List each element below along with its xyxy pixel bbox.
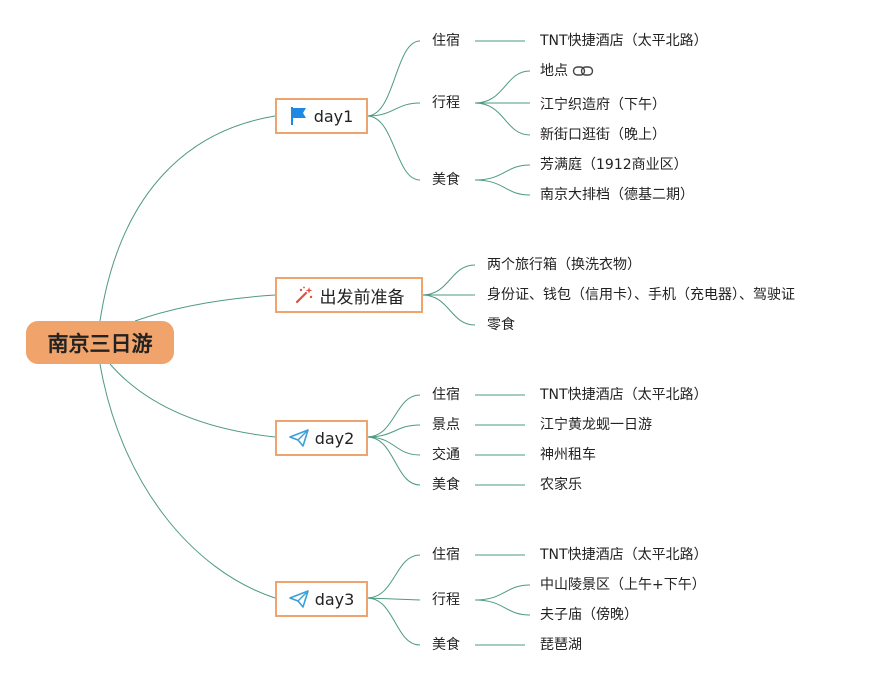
list-item[interactable]: 南京大排档（德基二期） (540, 187, 694, 203)
group-label[interactable]: 景点 (432, 417, 460, 433)
branch-day1[interactable]: day1 (275, 98, 368, 134)
branch-label: day3 (314, 589, 355, 609)
list-item[interactable]: TNT快捷酒店（太平北路） (540, 33, 708, 49)
branch-preparation[interactable]: 出发前准备 (275, 277, 423, 313)
group-label[interactable]: 美食 (432, 477, 460, 493)
list-item[interactable]: 中山陵景区（上午+下午） (540, 577, 706, 593)
list-item[interactable]: 琵琶湖 (540, 637, 582, 653)
paper-plane-icon (288, 590, 309, 608)
list-item[interactable]: 农家乐 (540, 477, 582, 493)
list-item[interactable]: 江宁织造府（下午） (540, 97, 666, 113)
branch-day2[interactable]: day2 (275, 420, 368, 456)
group-label[interactable]: 美食 (432, 637, 460, 653)
link-icon[interactable] (572, 64, 594, 78)
list-item[interactable]: 江宁黄龙蚬一日游 (540, 417, 652, 433)
list-item[interactable]: 夫子庙（傍晚） (540, 607, 638, 623)
item-label: 地点 (540, 63, 568, 79)
list-item[interactable]: 两个旅行箱（换洗衣物） (487, 257, 641, 273)
branch-label: day1 (313, 106, 354, 126)
group-label[interactable]: 住宿 (432, 387, 460, 403)
branch-label: 出发前准备 (319, 287, 405, 308)
list-item[interactable]: TNT快捷酒店（太平北路） (540, 547, 708, 563)
group-label[interactable]: 行程 (432, 95, 460, 111)
branch-day3[interactable]: day3 (275, 581, 368, 617)
list-item[interactable]: 新街口逛街（晚上） (540, 127, 666, 143)
branch-label: day2 (314, 428, 355, 448)
list-item[interactable]: 地点 (540, 62, 594, 80)
list-item[interactable]: 身份证、钱包（信用卡）、手机（充电器）、驾驶证 (487, 287, 795, 303)
flag-icon (290, 107, 306, 125)
group-label[interactable]: 交通 (432, 447, 460, 463)
root-topic[interactable]: 南京三日游 (26, 321, 174, 364)
magic-wand-icon (295, 286, 312, 304)
list-item[interactable]: 零食 (487, 317, 515, 333)
paper-plane-icon (288, 429, 309, 447)
list-item[interactable]: 神州租车 (540, 447, 596, 463)
group-label[interactable]: 美食 (432, 172, 460, 188)
list-item[interactable]: TNT快捷酒店（太平北路） (540, 387, 708, 403)
group-label[interactable]: 住宿 (432, 33, 460, 49)
list-item[interactable]: 芳满庭（1912商业区） (540, 157, 688, 173)
group-label[interactable]: 住宿 (432, 547, 460, 563)
group-label[interactable]: 行程 (432, 592, 460, 608)
